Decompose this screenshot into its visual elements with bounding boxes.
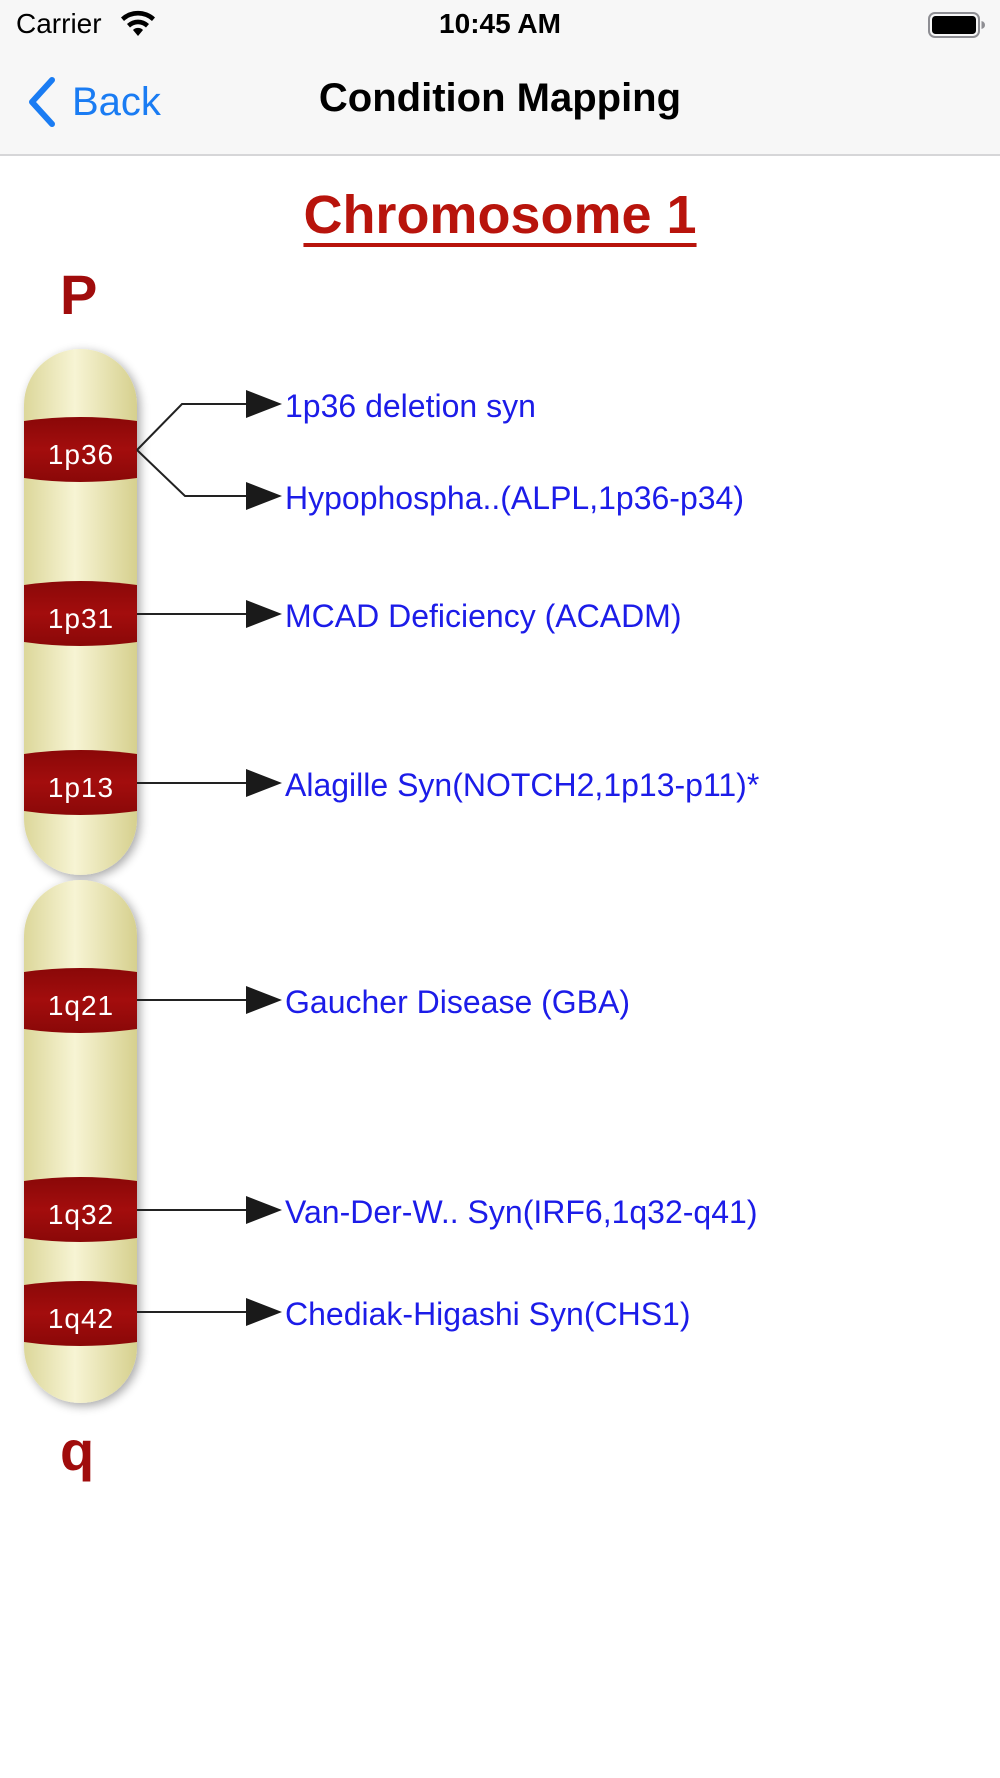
connector-1p36-a xyxy=(136,403,246,451)
arrowhead xyxy=(246,1298,282,1326)
band-label: 1q21 xyxy=(48,990,114,1021)
condition-link-alagille[interactable]: Alagille Syn(NOTCH2,1p13-p11)* xyxy=(285,767,760,803)
condition-link-hypophosphatasia[interactable]: Hypophospha..(ALPL,1p36-p34) xyxy=(285,480,744,516)
navigation-bar: Back Condition Mapping xyxy=(0,50,1000,156)
p-arm-label: P xyxy=(60,263,98,326)
band-label: 1q32 xyxy=(48,1199,114,1230)
arrowhead xyxy=(246,1196,282,1224)
condition-link-van-der-woude[interactable]: Van-Der-W.. Syn(IRF6,1q32-q41) xyxy=(285,1194,758,1230)
band-1q42: 1q42 xyxy=(24,1281,137,1346)
band-1p31: 1p31 xyxy=(24,581,137,646)
arrowhead xyxy=(246,482,282,510)
status-bar: Carrier 10:45 AM xyxy=(0,0,1000,50)
back-button[interactable]: Back xyxy=(26,76,161,128)
q-arm xyxy=(24,880,137,1403)
band-label: 1p31 xyxy=(48,603,114,634)
clock: 10:45 AM xyxy=(439,8,561,39)
page-title: Condition Mapping xyxy=(318,76,682,120)
arrowhead xyxy=(246,769,282,797)
band-label: 1p36 xyxy=(48,439,114,470)
band-label: 1p13 xyxy=(48,772,114,803)
arrowhead xyxy=(246,390,282,418)
chevron-left-icon xyxy=(29,77,55,127)
back-label: Back xyxy=(72,79,161,124)
q-arm-label: q xyxy=(60,1419,95,1482)
connector-1p36-b xyxy=(136,449,246,497)
battery-icon xyxy=(928,12,985,38)
chromosome-heading-text: Chromosome 1 xyxy=(303,185,697,245)
p-arm xyxy=(24,349,137,875)
chromosome-heading: Chromosome 1 xyxy=(0,184,1000,246)
band-1p13: 1p13 xyxy=(24,750,137,815)
carrier-label: Carrier xyxy=(16,8,102,39)
condition-link-mcad-deficiency[interactable]: MCAD Deficiency (ACADM) xyxy=(285,598,682,634)
wifi-icon xyxy=(121,10,155,36)
band-1q32: 1q32 xyxy=(24,1177,137,1242)
band-label: 1q42 xyxy=(48,1303,114,1334)
condition-link-chediak-higashi[interactable]: Chediak-Higashi Syn(CHS1) xyxy=(285,1296,691,1332)
condition-link-gaucher[interactable]: Gaucher Disease (GBA) xyxy=(285,984,631,1020)
band-1p36: 1p36 xyxy=(24,417,137,482)
band-1q21: 1q21 xyxy=(24,968,137,1033)
arrowhead xyxy=(246,986,282,1014)
condition-link-1p36-deletion[interactable]: 1p36 deletion syn xyxy=(285,388,536,424)
arrowhead xyxy=(246,600,282,628)
